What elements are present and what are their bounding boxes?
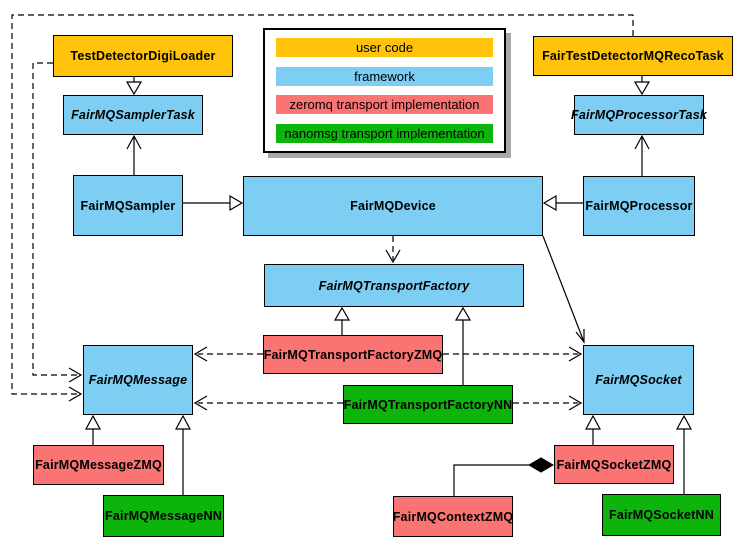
edge-inheritance-digiloader-samplertask (125, 77, 143, 96)
edge-inheritance-transportfactorynn-transportfactory (454, 306, 472, 385)
edge-inheritance-messagenn-message (174, 414, 192, 495)
node-fairmqsamplertask: FairMQSamplerTask (63, 95, 203, 135)
node-fairmqprocessor: FairMQProcessor (583, 176, 695, 236)
node-fairmqsocketnn: FairMQSocketNN (602, 494, 721, 536)
legend-item-user-code: user code (276, 38, 493, 57)
node-fairmqtransportfactoryzmq: FairMQTransportFactoryZMQ (263, 335, 443, 374)
node-fairmqtransportfactorynn: FairMQTransportFactoryNN (343, 385, 513, 424)
node-fairmqsocket: FairMQSocket (583, 345, 694, 415)
edge-dependency-digiloader-message (32, 62, 83, 383)
node-fairmqcontextzmq: FairMQContextZMQ (393, 496, 513, 537)
edge-inheritance-socketzmq-socket (584, 414, 602, 445)
node-fairmqtransportfactory: FairMQTransportFactory (264, 264, 524, 307)
edge-dependency-transportfactoryzmq-socket (443, 346, 583, 362)
edge-dependency-transportfactorynn-socket (513, 395, 583, 411)
edge-inheritance-messagezmq-message (84, 414, 102, 445)
edge-dependency-transportfactoryzmq-message (193, 346, 263, 362)
node-fairmqdevice: FairMQDevice (243, 176, 543, 236)
legend: user code framework zeromq transport imp… (263, 28, 506, 153)
edge-dependency-recotask-message (11, 14, 634, 402)
edge-inheritance-sampler-device (183, 194, 244, 212)
legend-item-zeromq: zeromq transport implementation (276, 95, 493, 115)
node-fairmqmessage: FairMQMessage (83, 345, 193, 415)
edge-association-sampler-samplertask (126, 134, 142, 175)
node-fairmqsocketzmq: FairMQSocketZMQ (554, 445, 674, 484)
edge-dependency-transportfactorynn-message (193, 395, 343, 411)
node-testdetectordigiloader: TestDetectorDigiLoader (53, 35, 233, 77)
edge-inheritance-transportfactoryzmq-transportfactory (333, 306, 351, 335)
node-fairtestdetectormqrecotask: FairTestDetectorMQRecoTask (533, 36, 733, 76)
edge-dependency-device-transportfactory (385, 236, 401, 264)
node-fairmqmessagenn: FairMQMessageNN (103, 495, 224, 537)
edge-inheritance-processor-device (542, 194, 583, 212)
edge-association-processor-processortask (634, 134, 650, 176)
node-fairmqsampler: FairMQSampler (73, 175, 183, 236)
legend-item-nanomsg: nanomsg transport implementation (276, 123, 493, 143)
edge-association-device-socket (542, 235, 585, 344)
edge-inheritance-recotask-processortask (633, 76, 651, 96)
edge-inheritance-socketnn-socket (675, 414, 693, 494)
legend-item-framework: framework (276, 66, 493, 86)
node-fairmqprocessortask: FairMQProcessorTask (571, 95, 707, 135)
edge-composition-contextzmq-socketzmq (453, 457, 554, 496)
node-fairmqmessagezmq: FairMQMessageZMQ (33, 445, 164, 485)
